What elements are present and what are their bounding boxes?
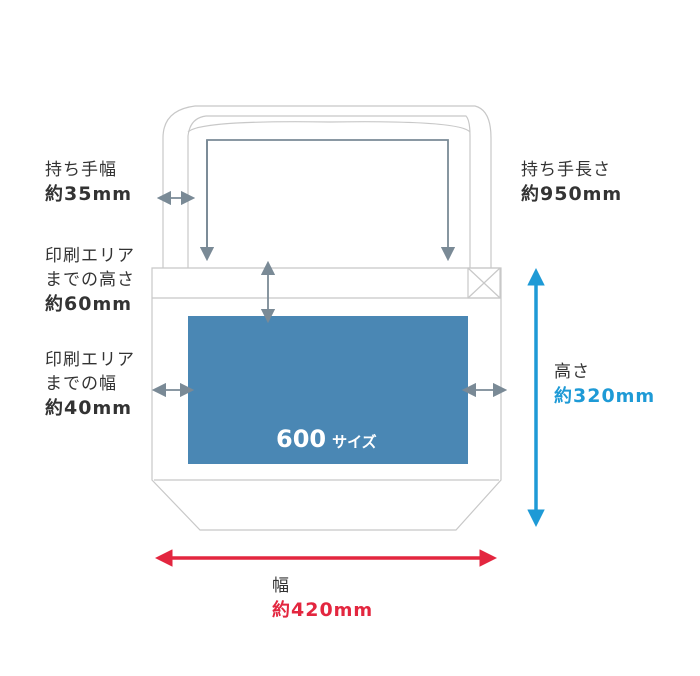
print-area [188, 316, 468, 464]
print-area-height-label: 印刷エリア までの高さ 約60mm [45, 244, 135, 317]
bag-handles [162, 105, 492, 268]
print-area-height-title-1: 印刷エリア [45, 246, 135, 266]
print-area-width-value: 約40mm [45, 397, 132, 419]
height-value: 約320mm [554, 385, 656, 407]
handle-width-value: 約35mm [45, 183, 132, 205]
print-area-height-title-2: までの高さ [45, 270, 135, 290]
handle-width-label: 持ち手幅 約35mm [45, 158, 132, 207]
print-area-width-title-2: までの幅 [45, 374, 117, 394]
print-size-label: 600 サイズ [276, 425, 377, 453]
width-value: 約420mm [272, 599, 374, 621]
print-area-width-label: 印刷エリア までの幅 約40mm [45, 348, 135, 421]
handle-width-title: 持ち手幅 [45, 160, 117, 180]
dimension-arrows [151, 139, 508, 398]
height-title: 高さ [554, 362, 590, 382]
handle-length-value: 約950mm [521, 183, 623, 205]
print-size-suffix: サイズ [332, 433, 377, 451]
print-area-width-title-1: 印刷エリア [45, 350, 135, 370]
handle-length-arrow [206, 139, 456, 262]
handle-length-title: 持ち手長さ [521, 160, 611, 180]
width-title: 幅 [272, 576, 290, 596]
width-label: 幅 約420mm [272, 574, 373, 623]
print-size-number: 600 [276, 425, 327, 453]
height-label: 高さ 約320mm [554, 360, 655, 409]
print-area-height-value: 約60mm [45, 293, 132, 315]
handle-length-label: 持ち手長さ 約950mm [521, 158, 622, 207]
